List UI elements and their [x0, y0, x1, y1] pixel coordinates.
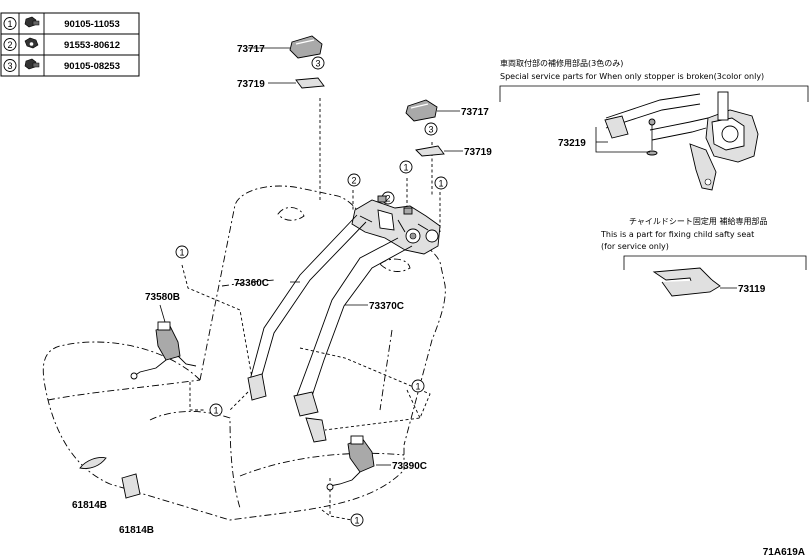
svg-text:1: 1	[438, 178, 443, 188]
retractor-assembly	[351, 195, 441, 255]
buckle-73580b	[130, 321, 197, 380]
part-label-73219: 73219	[558, 138, 586, 149]
fastener-legend-table: 1 90105-11053 2 91553-80612 3	[0, 12, 140, 77]
part-label-73719: 73719	[237, 79, 265, 90]
legend-part-number: 90105-11053	[64, 19, 119, 30]
callout-1: 1	[350, 513, 364, 527]
callout-1: 1	[399, 160, 413, 174]
svg-text:1: 1	[354, 515, 359, 525]
part-label-73119: 73119	[738, 284, 766, 295]
legend-row: 1 90105-11053	[3, 16, 120, 30]
svg-text:1: 1	[179, 247, 184, 257]
svg-text:3: 3	[428, 124, 433, 134]
legend-row: 2 91553-80612	[3, 37, 120, 51]
installation-lines	[181, 98, 441, 521]
legend-part-number: 90105-08253	[64, 61, 120, 72]
callout-1: 1	[209, 403, 223, 417]
callout-3: 3	[424, 122, 438, 136]
callout-3: 3	[311, 56, 325, 70]
legend-row: 3 90105-08253	[3, 58, 120, 72]
legend-index: 3	[7, 61, 12, 71]
part-label-73370c: 73370C	[369, 301, 404, 312]
callout-1: 1	[175, 245, 189, 259]
nut-icon	[24, 37, 39, 49]
part-label-73719: 73719	[464, 147, 492, 158]
buckle-73390c	[326, 435, 375, 491]
part-label-73390c: 73390C	[392, 461, 427, 472]
bolt-icon	[24, 58, 40, 70]
svg-text:2: 2	[351, 175, 356, 185]
stopper-note-en: Special service parts for When only stop…	[500, 72, 764, 81]
cover-61814b-square	[121, 473, 141, 499]
part-label-73717: 73717	[461, 107, 489, 118]
svg-text:1: 1	[213, 405, 218, 415]
clip-73719-right	[415, 145, 445, 157]
stopper-73219-assembly	[604, 91, 759, 191]
child-seat-note-en-2: (for service only)	[601, 242, 669, 251]
stopper-bracket	[499, 85, 809, 102]
svg-text:1: 1	[415, 381, 420, 391]
callout-1: 1	[434, 176, 448, 190]
child-seat-note-en: This is a part for fixing child safty se…	[600, 230, 754, 239]
child-seat-note-jp: チャイルドシート固定用 補給専用部品	[629, 216, 767, 226]
belt-73370c	[293, 237, 413, 443]
part-label-61814b: 61814B	[72, 500, 107, 511]
svg-text:3: 3	[315, 58, 320, 68]
part-label-73360c: 73360C	[234, 278, 269, 289]
legend-index: 1	[7, 19, 12, 29]
stopper-note-jp: 車両取付部の補修用部品(3色のみ)	[500, 58, 623, 68]
child-seat-bracket	[623, 255, 807, 270]
cover-61814b-oval	[79, 457, 107, 469]
cover-73717-right	[405, 99, 438, 122]
part-label-73580b: 73580B	[145, 292, 180, 303]
svg-text:2: 2	[385, 193, 390, 203]
bolt-icon	[24, 16, 40, 28]
belt-73360c	[247, 214, 367, 401]
plate-73119	[652, 267, 721, 297]
clip-73719-left	[295, 77, 325, 89]
svg-text:1: 1	[403, 162, 408, 172]
figure-id: 71A619A	[763, 547, 805, 558]
part-label-61814b: 61814B	[119, 525, 154, 536]
part-label-73717: 73717	[237, 44, 265, 55]
cover-73717-left	[289, 35, 323, 59]
callout-2: 2	[347, 173, 361, 187]
legend-part-number: 91553-80612	[64, 40, 120, 51]
legend-index: 2	[7, 40, 12, 50]
callout-1: 1	[411, 379, 425, 393]
